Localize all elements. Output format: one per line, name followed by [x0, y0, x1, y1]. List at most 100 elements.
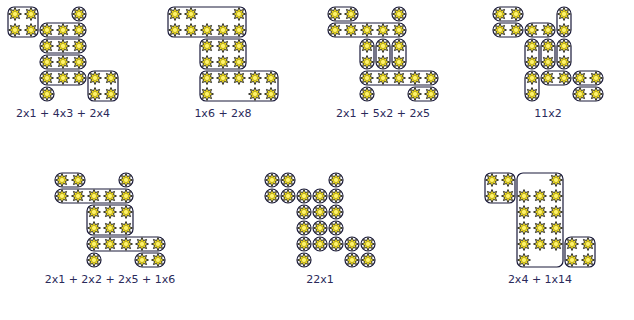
star-dot: [362, 238, 375, 251]
star-core: [76, 11, 81, 16]
star-core: [172, 27, 177, 32]
star-dot: [534, 222, 547, 235]
star-dot: [41, 72, 54, 85]
star-dot: [105, 72, 118, 85]
star-dot: [73, 56, 86, 69]
group-loop: [329, 221, 343, 235]
star-dot: [542, 56, 555, 69]
star-core: [364, 27, 369, 32]
star-core: [396, 59, 401, 64]
star-dot: [542, 40, 555, 53]
star-dot: [120, 190, 133, 203]
star-figure: [485, 173, 595, 267]
star-core: [204, 75, 209, 80]
star-dot: [377, 72, 390, 85]
star-dot: [558, 56, 571, 69]
group-loop: [313, 205, 327, 219]
star-core: [348, 11, 353, 16]
star-dot: [73, 72, 86, 85]
star-dot: [582, 238, 595, 251]
star-core: [107, 225, 112, 230]
star-core: [28, 11, 33, 16]
star-dot: [88, 206, 101, 219]
star-dot: [393, 72, 406, 85]
star-core: [521, 257, 526, 262]
star-core: [12, 27, 17, 32]
expression-label: 2x1 + 5x2 + 2x5: [336, 107, 430, 120]
star-dot: [518, 206, 531, 219]
star-dot: [185, 8, 198, 21]
star-core: [529, 43, 534, 48]
star-core: [333, 193, 338, 198]
star-dot: [265, 88, 278, 101]
group-loop: [557, 7, 571, 37]
star-core: [497, 27, 502, 32]
star-dot: [282, 190, 295, 203]
star-core: [76, 75, 81, 80]
star-dot: [233, 24, 246, 37]
group-loop: [329, 237, 343, 251]
star-dot: [510, 24, 523, 37]
star-core: [220, 27, 225, 32]
star-dot: [73, 24, 86, 37]
star-core: [317, 193, 322, 198]
star-dot: [152, 238, 165, 251]
star-core: [380, 59, 385, 64]
star-core: [220, 43, 225, 48]
group-loop: [72, 7, 86, 21]
star-dot: [393, 40, 406, 53]
star-core: [108, 91, 113, 96]
star-core: [428, 91, 433, 96]
group-loop: [87, 237, 165, 251]
star-dot: [233, 72, 246, 85]
star-core: [537, 209, 542, 214]
star-dot: [494, 8, 507, 21]
star-dot: [88, 222, 101, 235]
star-dot: [510, 8, 523, 21]
star-dot: [9, 24, 22, 37]
star-dot: [298, 190, 311, 203]
star-dot: [9, 8, 22, 21]
star-core: [553, 177, 558, 182]
star-dot: [534, 190, 547, 203]
star-core: [204, 59, 209, 64]
star-core: [396, 43, 401, 48]
star-core: [317, 225, 322, 230]
star-dot: [136, 254, 149, 267]
star-core: [545, 27, 550, 32]
star-core: [123, 225, 128, 230]
star-dot: [169, 8, 182, 21]
star-dot: [120, 238, 133, 251]
star-dot: [282, 174, 295, 187]
star-dot: [329, 8, 342, 21]
star-core: [59, 193, 64, 198]
star-core: [505, 193, 510, 198]
star-dot: [57, 56, 70, 69]
star-dot: [526, 24, 539, 37]
star-dot: [249, 88, 262, 101]
star-core: [123, 177, 128, 182]
star-dot: [558, 8, 571, 21]
star-core: [593, 75, 598, 80]
star-dot: [526, 40, 539, 53]
star-dot: [104, 206, 117, 219]
star-dot: [526, 56, 539, 69]
star-core: [521, 241, 526, 246]
star-dot: [57, 40, 70, 53]
star-dot: [550, 238, 563, 251]
star-core: [317, 241, 322, 246]
star-dot: [361, 24, 374, 37]
group-loop: [40, 23, 86, 37]
star-dot: [361, 56, 374, 69]
star-dot: [266, 190, 279, 203]
star-dot: [550, 190, 563, 203]
star-dot: [377, 40, 390, 53]
group-loop: [360, 39, 374, 69]
star-core: [252, 91, 257, 96]
star-dot: [346, 238, 359, 251]
star-core: [497, 11, 502, 16]
star-core: [577, 91, 582, 96]
star-core: [236, 11, 241, 16]
group-loop: [135, 253, 165, 267]
